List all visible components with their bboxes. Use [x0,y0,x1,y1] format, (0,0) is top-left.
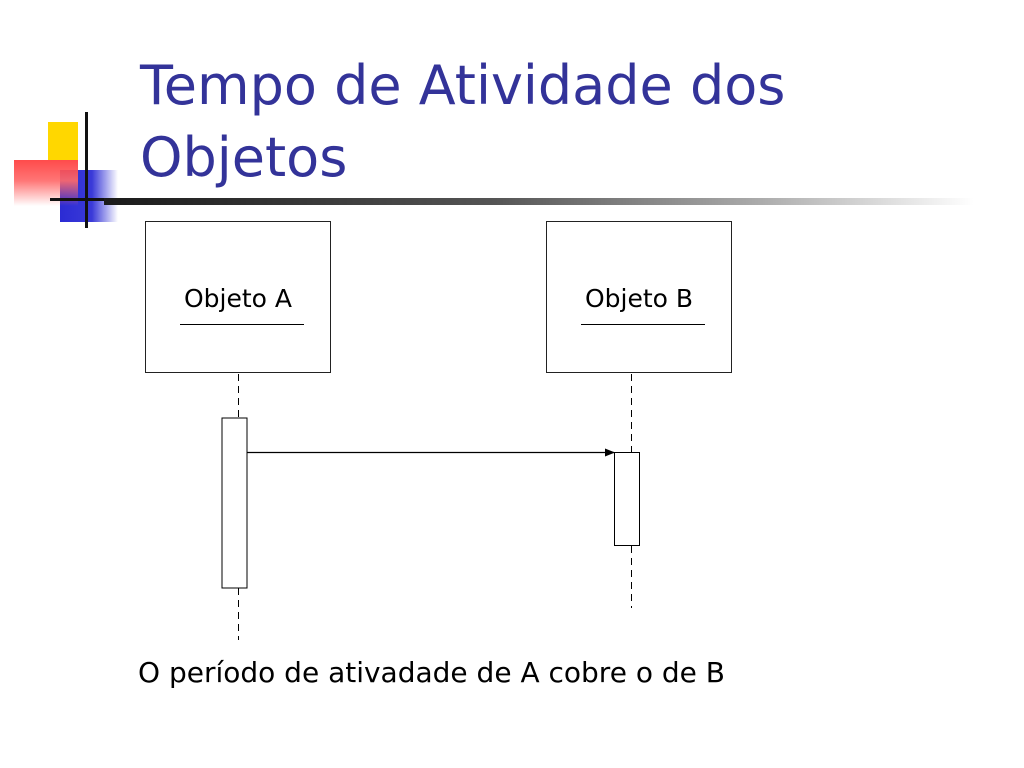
logo-horizontal-line [50,198,104,201]
logo-yellow-square [48,122,78,160]
object-b-label: Objeto B [584,284,694,313]
object-a-label-underline [180,324,304,325]
object-b-label-underline [581,324,705,325]
slide-caption: O período de ativadade de A cobre o de B [138,656,725,689]
activation-bar-b [614,452,640,546]
logo-vertical-line [85,112,88,228]
slide-title: Tempo de Atividade dos Objetos [140,54,786,189]
title-underline-rule [104,198,974,205]
object-b-box: Objeto B [546,221,732,373]
activation-bar-a [221,417,248,589]
object-a-label: Objeto A [183,284,293,313]
object-a-box: Objeto A [145,221,331,373]
